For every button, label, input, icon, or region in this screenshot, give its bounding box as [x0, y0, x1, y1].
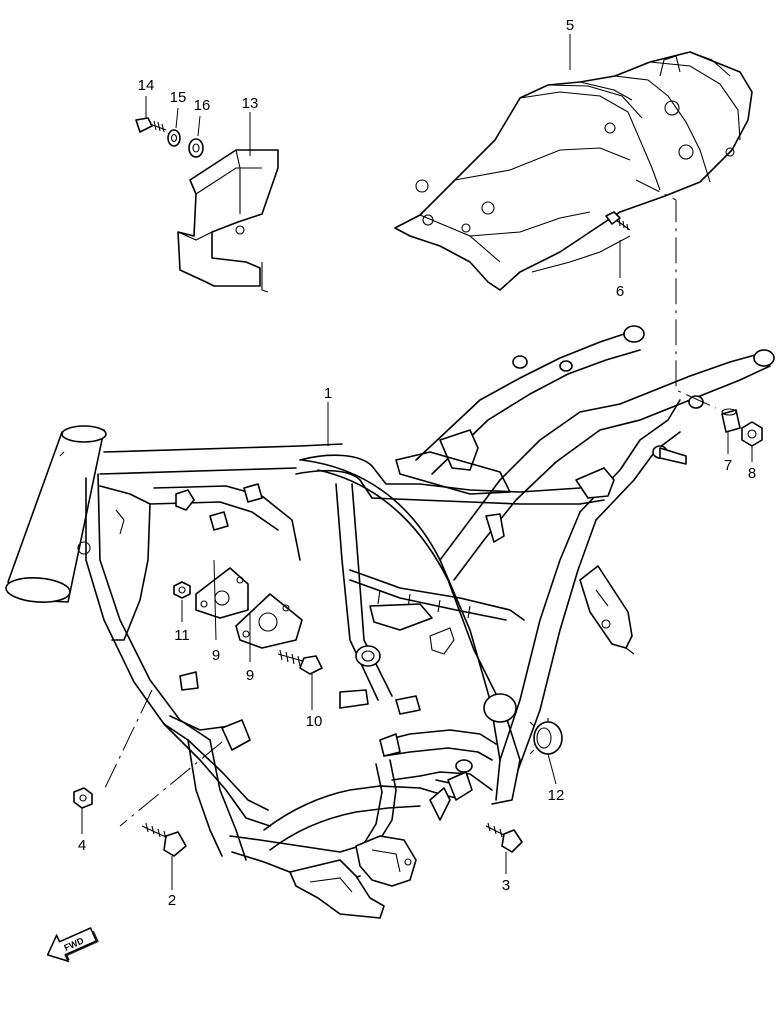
grommet-16	[188, 138, 204, 158]
callout-16: 16	[194, 97, 211, 114]
bolt-3	[485, 822, 523, 853]
callout-9a: 9	[212, 647, 220, 664]
callout-6: 6	[616, 283, 624, 300]
bolt-14	[135, 117, 167, 133]
callout-8: 8	[748, 465, 756, 482]
callout-15: 15	[170, 89, 187, 106]
nut-8	[741, 421, 763, 447]
nut-11	[173, 581, 191, 599]
callout-7: 7	[724, 457, 732, 474]
callout-13: 13	[242, 95, 259, 112]
bolt-6	[605, 211, 631, 231]
callout-14: 14	[138, 77, 155, 94]
callout-3: 3	[502, 877, 510, 894]
bolt-10	[277, 649, 323, 675]
callout-2: 2	[168, 892, 176, 909]
callout-10: 10	[306, 713, 323, 730]
callout-1: 1	[324, 385, 332, 402]
rear-fender	[394, 51, 753, 291]
plate-9-left	[195, 567, 249, 619]
main-frame	[5, 325, 775, 919]
collar-7	[721, 408, 741, 433]
plate-9-right	[235, 593, 303, 649]
bolt-2	[141, 822, 187, 857]
nut-4	[73, 787, 93, 809]
washer-15	[167, 129, 181, 147]
bracket	[177, 149, 279, 293]
callout-11: 11	[174, 627, 190, 644]
callout-5: 5	[566, 17, 574, 34]
callout-12: 12	[548, 787, 565, 804]
fwd-arrow-icon: FWD	[46, 927, 99, 963]
callout-9b: 9	[246, 667, 254, 684]
callout-4: 4	[78, 837, 86, 854]
